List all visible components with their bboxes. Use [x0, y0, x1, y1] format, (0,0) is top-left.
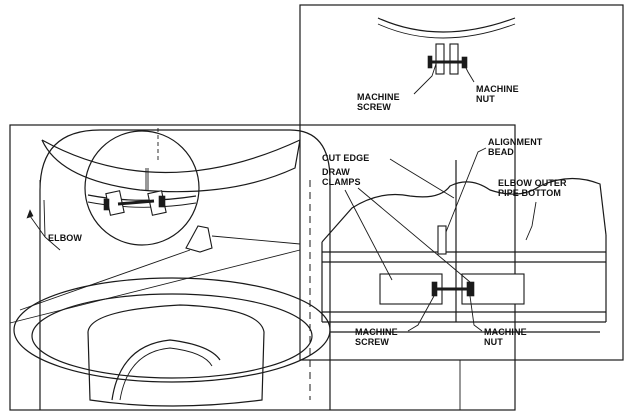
- machine-screw-bottom-label-2: SCREW: [355, 337, 389, 347]
- elbow-band-lower: [41, 139, 301, 193]
- machine-screw-bottom-label-1: MACHINE: [355, 327, 398, 337]
- alignment-bead-label-1: ALIGNMENT: [488, 137, 543, 147]
- machine-screw-top-label-1: MACHINE: [357, 92, 400, 102]
- pipe-top-edge: [321, 177, 607, 243]
- inner-curve-2: [119, 347, 213, 401]
- top-clamp-detail: [377, 17, 516, 95]
- draw-clamps-leader-2: [357, 187, 471, 283]
- bolt-head: [431, 281, 438, 297]
- pipe-inner-rim: [31, 293, 313, 379]
- machine-nut-top-label-2: NUT: [476, 94, 495, 104]
- clamp-screw: [117, 199, 155, 206]
- magnifier-circle: [84, 130, 200, 246]
- elbow-outer-leader: [525, 201, 537, 241]
- machine-nut-bottom-label-1: MACHINE: [484, 327, 527, 337]
- callout-line-top: [211, 235, 301, 245]
- top-screw-leader: [413, 63, 437, 95]
- elbow-outer-pipe-bottom-label-1: ELBOW OUTER: [498, 178, 567, 188]
- alignment-bead-label-2: BEAD: [488, 147, 514, 157]
- clamp-band: [87, 194, 197, 201]
- draw-clamps-leader-1: [344, 189, 393, 281]
- inner-pipe: [87, 304, 265, 407]
- elbow-leader: [29, 199, 61, 251]
- pipe-outer-rim: [13, 277, 331, 383]
- detail-inset-panel: MACHINE SCREW MACHINE NUT ALI: [299, 4, 624, 361]
- draw-clamp-left: [379, 273, 443, 305]
- machine-screw-top-label-2: SCREW: [357, 102, 391, 112]
- draw-clamps-label-2: CLAMPS: [322, 177, 361, 187]
- cut-edge-label: CUT EDGE: [322, 153, 369, 163]
- machine-screw-bottom-leader: [407, 295, 435, 332]
- top-clamp-right: [449, 43, 459, 75]
- draw-clamps-label-1: DRAW: [322, 167, 350, 177]
- top-nut: [461, 56, 468, 69]
- left-view-frame: [9, 124, 516, 411]
- elbow-outer-pipe-bottom-label-2: PIPE BOTTOM: [498, 188, 561, 198]
- inset-frame: [299, 4, 624, 361]
- inner-curve: [111, 339, 221, 401]
- machine-nut-bottom-label-2: NUT: [484, 337, 503, 347]
- alignment-bead: [437, 225, 447, 255]
- elbow-band-upper: [41, 139, 301, 173]
- elbow-arrow: [26, 209, 34, 219]
- machine-nut-bottom-leader: [469, 295, 483, 332]
- top-screw-head: [427, 55, 433, 69]
- clamp-band-lower: [87, 201, 197, 208]
- top-clamp-left: [435, 43, 445, 75]
- alignment-bead-leader: [445, 147, 487, 233]
- pipe-elbow-illustration: ELBOW: [9, 124, 516, 411]
- screw-head: [103, 198, 110, 211]
- top-band: [377, 17, 516, 33]
- elbow-outer-outline: [39, 129, 331, 410]
- callout-line-3: [19, 249, 191, 311]
- machine-nut-top-label-1: MACHINE: [476, 84, 519, 94]
- nut: [158, 195, 166, 208]
- small-bracket: [185, 225, 213, 253]
- elbow-label: ELBOW: [48, 233, 82, 243]
- cut-edge-leader: [389, 158, 455, 199]
- top-band-2: [377, 23, 516, 39]
- bolt-nut: [466, 281, 475, 297]
- top-nut-leader: [463, 63, 475, 83]
- pipe-bottom-detail: [321, 160, 607, 333]
